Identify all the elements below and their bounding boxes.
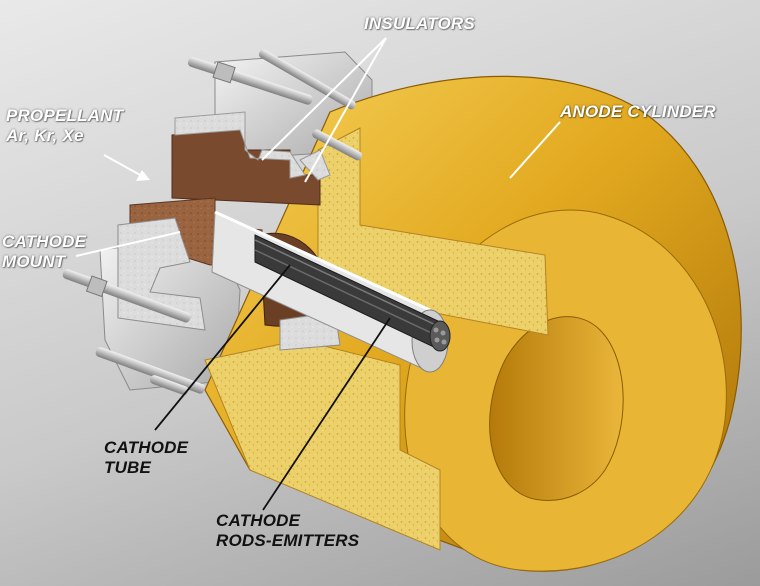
label-cathode-tube-line1: CATHODE — [104, 438, 189, 457]
bolts — [62, 49, 363, 396]
label-cathode-mount: CATHODE MOUNT — [2, 232, 86, 272]
label-cathode-mount-line2: MOUNT — [2, 252, 66, 271]
label-anode-cylinder: ANODE CYLINDER — [560, 102, 716, 122]
propellant-arrow — [103, 154, 150, 181]
label-insulators-text: INSULATORS — [364, 14, 475, 33]
bolt-top-1 — [187, 57, 313, 105]
label-insulators: INSULATORS — [364, 14, 475, 34]
label-cathode-rods-line2: RODS-EMITTERS — [216, 531, 360, 550]
label-cathode-rods-line1: CATHODE — [216, 511, 301, 530]
label-propellant-line1: PROPELLANT — [6, 106, 124, 125]
bolt-top-2 — [258, 49, 356, 110]
bolt-lower-3 — [150, 375, 189, 396]
label-cathode-mount-line1: CATHODE — [2, 232, 87, 251]
label-propellant-line2: Ar, Kr, Xe — [6, 126, 84, 145]
bolt-lower-1 — [62, 269, 191, 323]
label-cathode-tube: CATHODE TUBE — [104, 438, 188, 478]
label-anode-cylinder-text: ANODE CYLINDER — [560, 102, 716, 121]
label-propellant: PROPELLANT Ar, Kr, Xe — [6, 106, 123, 146]
label-cathode-rods-emitters: CATHODE RODS-EMITTERS — [216, 511, 359, 551]
leader-lines — [75, 37, 561, 511]
bolt-lower-2 — [95, 347, 205, 394]
label-cathode-tube-line2: TUBE — [104, 458, 152, 477]
bolt-mid — [312, 129, 363, 161]
cathode-rods — [254, 234, 451, 352]
anode-cylinder — [204, 75, 742, 572]
